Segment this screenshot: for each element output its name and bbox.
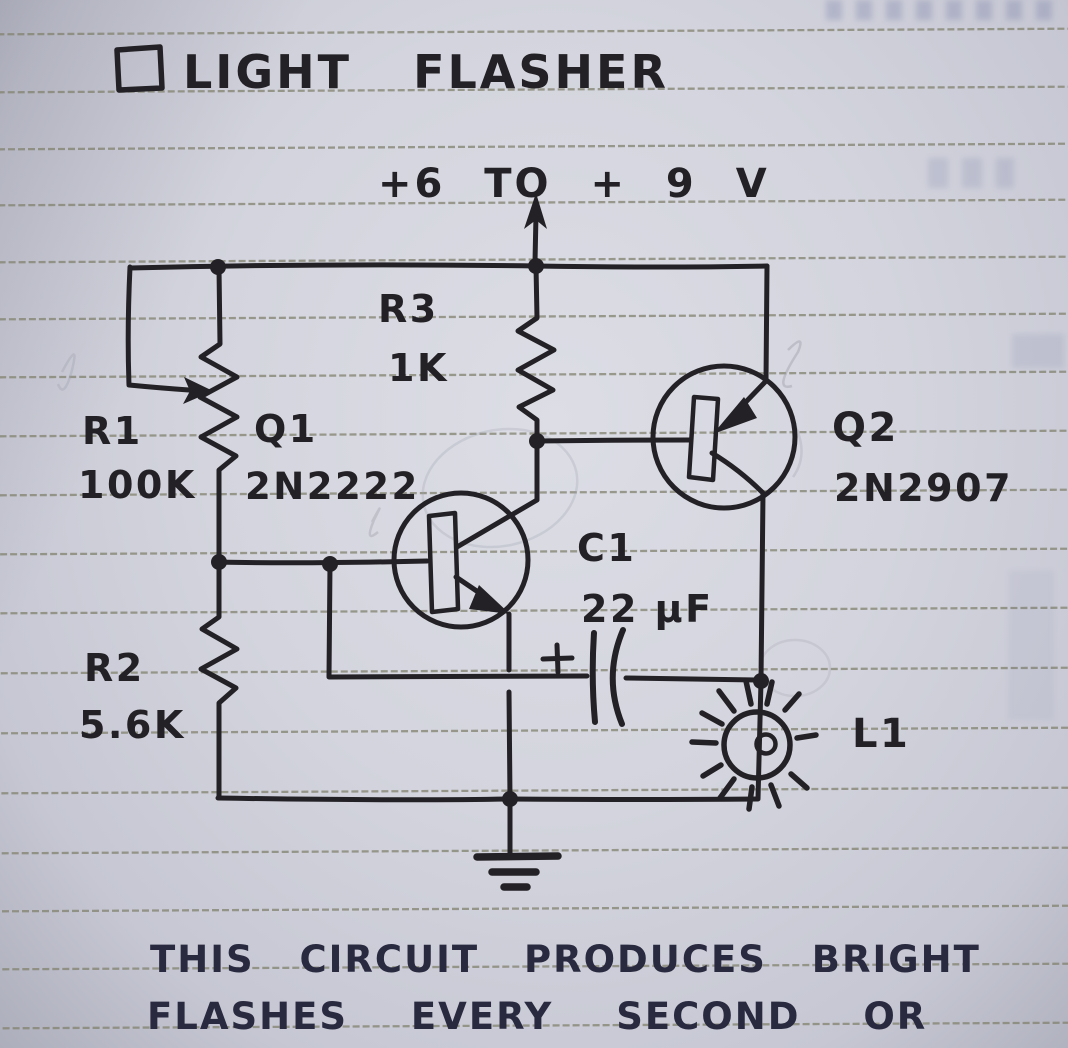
junction-dot	[528, 258, 544, 274]
lamp-ray	[716, 688, 737, 714]
q2-emitter-arrowhead	[713, 397, 757, 434]
junction-dot	[502, 791, 518, 807]
l1-lamp-circle	[721, 709, 793, 781]
pot-wiper-wire	[125, 264, 192, 393]
supply-arrow-stem	[532, 212, 539, 265]
supply-voltage-label: +6 TO + 9 V	[378, 161, 770, 207]
q1-emitter-wire	[453, 574, 513, 857]
junction-dot	[529, 433, 545, 449]
r1-value-label: 100K	[78, 463, 197, 507]
ruled-line	[0, 666, 1068, 675]
ruled-line	[0, 786, 1068, 795]
pot-wiper-arrowhead	[183, 377, 213, 404]
pencil-ghost	[782, 340, 802, 389]
r1-resistor-zigzag	[197, 265, 240, 565]
junction-dot	[753, 673, 769, 689]
ruled-line	[0, 312, 1068, 321]
q1-base-bar	[426, 510, 461, 615]
lamp-ray	[782, 691, 802, 713]
lamp-ray	[764, 679, 775, 707]
pencil-ghost	[56, 353, 76, 391]
lamp-rays	[689, 678, 819, 812]
r1-ref-label: R1	[82, 409, 143, 453]
lamp-ray	[717, 776, 737, 801]
r2-value-label: 5.6K	[79, 703, 186, 747]
r2-ref-label: R2	[84, 646, 145, 690]
ground-symbol	[473, 852, 562, 891]
q2-emitter-feed-wire	[738, 263, 770, 410]
r3-value-label: 1K	[388, 346, 449, 390]
ruled-line	[0, 1021, 1068, 1030]
q1-ref-label: Q1	[254, 407, 318, 451]
ruled-line	[0, 198, 1068, 207]
r3-ref-label: R3	[378, 287, 439, 331]
ruled-line	[0, 846, 1068, 855]
pencil-ghost-marks	[56, 340, 832, 698]
c1-capacitor-plate-left	[589, 630, 598, 725]
r2-resistor-zigzag	[198, 561, 240, 801]
lamp-ray	[689, 739, 719, 746]
caption-text: THIS CIRCUIT PRODUCES BRIGHT FLASHES EVE…	[147, 938, 981, 1038]
junction-dot	[322, 556, 338, 572]
lamp-ray	[794, 732, 819, 741]
ruled-line	[0, 606, 1068, 615]
q1-value-label: 2N2222	[245, 465, 420, 508]
caption-line-1: THIS CIRCUIT PRODUCES BRIGHT	[150, 938, 981, 981]
q1-emitter-arrowhead	[469, 585, 510, 614]
q1-base-wire	[216, 558, 430, 566]
r3-resistor-zigzag	[515, 263, 557, 444]
ruled-line	[0, 726, 1068, 735]
c1-right-wire	[623, 675, 760, 683]
ruled-line	[0, 488, 1068, 497]
ruled-line	[0, 547, 1068, 556]
ruled-lines	[0, 27, 1068, 1030]
c1-ref-label: C1	[577, 526, 636, 570]
ruled-line	[0, 429, 1068, 438]
component-symbols	[114, 44, 798, 891]
junction-dot	[210, 259, 226, 275]
q2-collector-wire	[709, 450, 766, 684]
q1-transistor-circle	[391, 490, 531, 630]
ruled-line	[0, 85, 1068, 94]
pencil-ghost	[368, 507, 381, 538]
c1-left-wire	[326, 561, 590, 680]
l1-ref-label: L1	[852, 711, 910, 757]
c1-value-label: 22 µF	[581, 587, 714, 631]
q2-base-bar	[686, 394, 721, 483]
handwritten-labels: LIGHT FLASHER +6 TO + 9 V R3 1K R1 100K …	[78, 45, 1013, 757]
ruled-line	[0, 142, 1068, 151]
lamp-ray	[788, 771, 810, 791]
c1-polarity-plus	[540, 642, 575, 675]
junction-dot	[211, 554, 227, 570]
q2-base-wire	[534, 437, 694, 444]
lamp-ray	[768, 782, 782, 809]
lamp-ray	[699, 710, 725, 727]
page-title: LIGHT FLASHER	[183, 45, 669, 99]
pencil-ghost	[421, 427, 579, 549]
caption-line-2: FLASHES EVERY SECOND OR	[147, 995, 927, 1038]
arrowheads-and-junctions	[183, 193, 769, 807]
q2-transistor-circle	[650, 363, 798, 511]
lamp-ray	[743, 678, 754, 707]
c1-capacitor-plate-right	[609, 627, 626, 727]
ruled-line	[0, 904, 1068, 913]
ruled-line	[0, 27, 1068, 36]
bottom-rail	[215, 795, 760, 803]
lamp-ray	[700, 762, 724, 779]
lamp-ray	[746, 784, 755, 812]
ruled-line	[0, 962, 1068, 971]
top-power-rail	[127, 262, 770, 271]
q2-ref-label: Q2	[832, 405, 899, 451]
q1-collector-wire	[454, 438, 540, 550]
ruled-line	[0, 370, 1068, 379]
supply-arrowhead	[524, 193, 547, 229]
q2-value-label: 2N2907	[834, 466, 1013, 510]
l1-lamp-filament-dot	[754, 732, 778, 756]
title-checkbox	[114, 44, 165, 93]
